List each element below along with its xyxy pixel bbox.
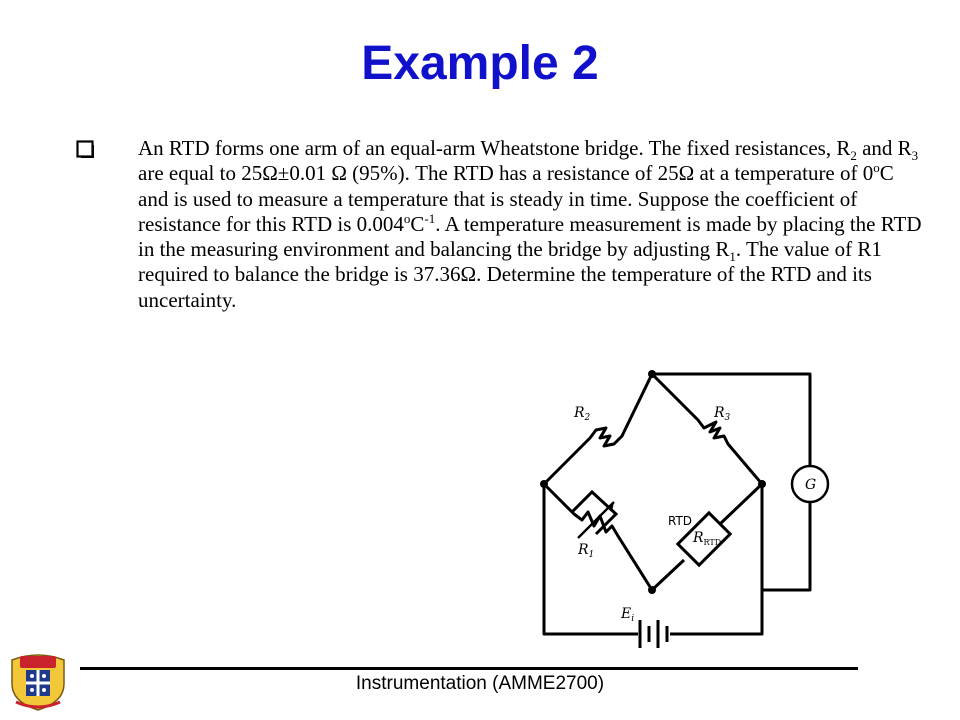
r3-resistor (650, 372, 764, 485)
galvanometer-wire (652, 372, 812, 466)
r2-resistor (542, 373, 654, 486)
rtd-box (675, 510, 733, 568)
node-bottom (648, 586, 656, 594)
r1-label: R1 (577, 542, 594, 560)
battery-symbol (638, 620, 669, 648)
r1-resistor (542, 482, 654, 591)
galvanometer (790, 464, 830, 504)
battery-wire (542, 484, 638, 636)
footer-course-label: Instrumentation (AMME2700) (355, 673, 605, 694)
rrtd-label: RRTD (692, 530, 721, 547)
slide-title: Example 2 (361, 37, 599, 90)
rtd-arm (718, 482, 764, 526)
wheatstone-bridge-diagram: R2 R3 R1 Ei RRTD G RTD (540, 370, 830, 648)
r3-label: R3 (713, 405, 731, 423)
galvanometer-label: G (805, 477, 816, 493)
footer-divider (80, 667, 858, 670)
ei-label: Ei (620, 606, 634, 624)
node-top (648, 370, 656, 378)
node-right (758, 480, 766, 488)
checkbox-bullet-icon (76, 140, 94, 158)
problem-text: An RTD forms one arm of an equal-arm Whe… (138, 136, 922, 312)
r1-variable-box (570, 489, 619, 536)
university-crest-logo (11, 654, 65, 711)
node-left (540, 480, 548, 488)
r2-label: R2 (573, 405, 591, 423)
rtd-label: RTD (668, 514, 692, 528)
